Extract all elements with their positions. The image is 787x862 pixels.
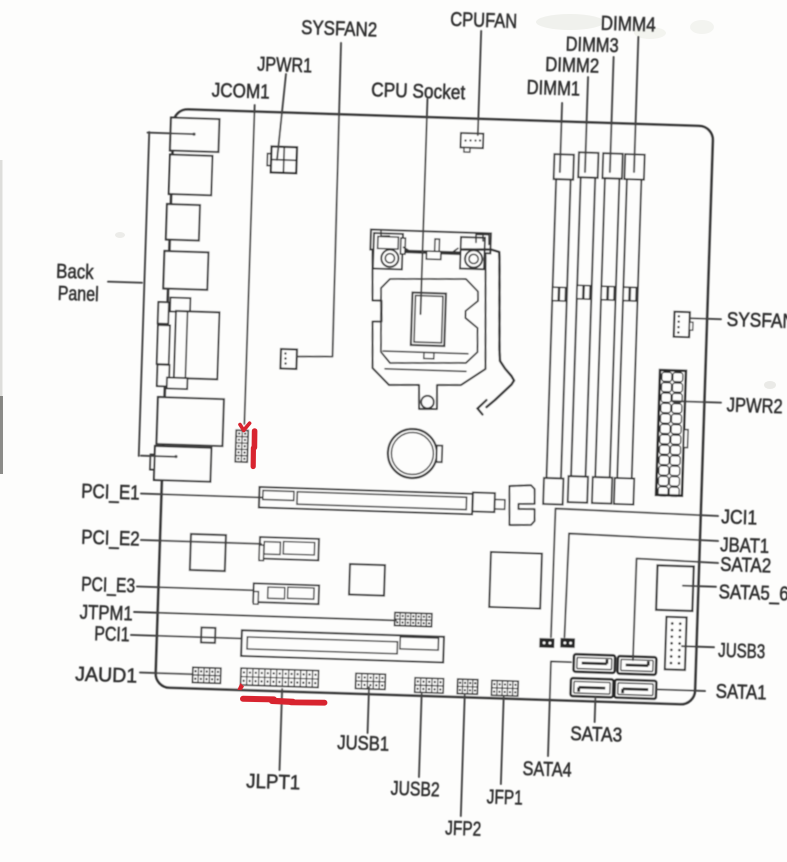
- svg-text:JUSB1: JUSB1: [337, 732, 390, 756]
- svg-text:SATA1: SATA1: [715, 681, 767, 705]
- svg-text:JCI1: JCI1: [721, 506, 758, 529]
- svg-text:PCI_E1: PCI_E1: [81, 481, 140, 505]
- svg-text:DIMM1: DIMM1: [526, 77, 580, 101]
- svg-text:PCI_E3: PCI_E3: [81, 574, 136, 598]
- svg-text:CPU Socket: CPU Socket: [371, 79, 466, 104]
- svg-text:JCOM1: JCOM1: [211, 80, 270, 104]
- svg-text:SATA4: SATA4: [522, 758, 572, 782]
- svg-text:JUSB3: JUSB3: [718, 640, 766, 664]
- svg-text:PCI_E2: PCI_E2: [81, 527, 140, 551]
- svg-text:JBAT1: JBAT1: [720, 534, 770, 558]
- svg-text:JUSB2: JUSB2: [390, 778, 440, 802]
- svg-text:JLPT1: JLPT1: [246, 771, 301, 795]
- svg-text:PCI1: PCI1: [94, 623, 130, 646]
- svg-text:JAUD1: JAUD1: [75, 664, 138, 688]
- svg-text:SYSFAN1: SYSFAN1: [726, 309, 787, 334]
- svg-text:JFP2: JFP2: [445, 817, 482, 840]
- svg-text:DIMM4: DIMM4: [600, 13, 656, 37]
- svg-text:Back: Back: [56, 261, 95, 284]
- svg-text:SATA3: SATA3: [570, 723, 623, 747]
- svg-text:JPWR1: JPWR1: [257, 53, 313, 77]
- svg-text:JPWR2: JPWR2: [726, 395, 783, 419]
- svg-text:JTPM1: JTPM1: [79, 602, 133, 626]
- svg-text:JFP1: JFP1: [486, 786, 523, 809]
- svg-text:CPUFAN: CPUFAN: [450, 9, 518, 33]
- svg-text:Panel: Panel: [57, 283, 99, 306]
- svg-text:DIMM2: DIMM2: [545, 54, 600, 78]
- svg-text:DIMM3: DIMM3: [565, 34, 619, 58]
- svg-text:SATA5_6: SATA5_6: [718, 582, 787, 606]
- svg-text:SATA2: SATA2: [720, 554, 772, 578]
- svg-text:SYSFAN2: SYSFAN2: [301, 17, 378, 41]
